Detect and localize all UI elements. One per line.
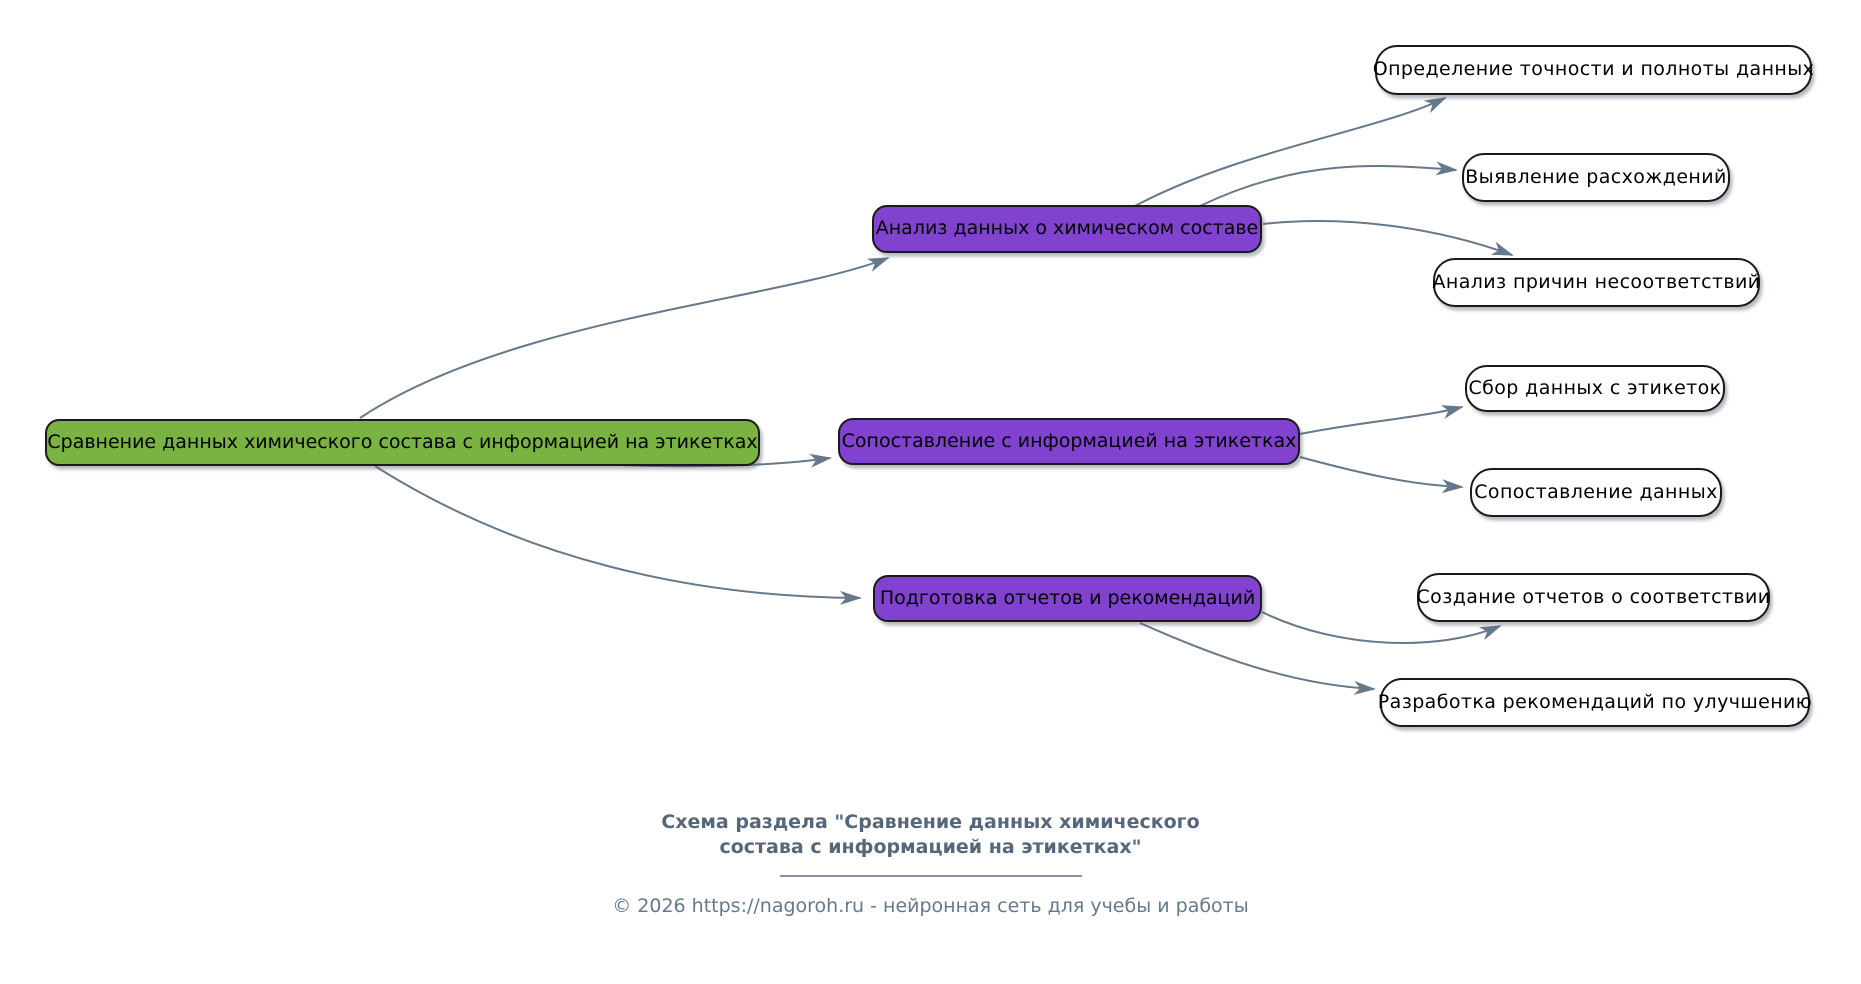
node-leaf-create-reports: Создание отчетов о соответствии	[1417, 573, 1770, 622]
caption-title: Схема раздела "Сравнение данных химическ…	[661, 811, 1200, 858]
node-leaf-discrepancies: Выявление расхождений	[1462, 153, 1730, 202]
node-branch-matching: Сопоставление с информацией на этикетках	[838, 418, 1300, 465]
caption-divider	[779, 875, 1082, 878]
node-root: Сравнение данных химического состава с и…	[45, 419, 760, 466]
edge-matching-to-compare	[1299, 456, 1464, 494]
diagram-caption: Схема раздела "Сравнение данных химическ…	[551, 810, 1311, 917]
node-leaf-compare: Сопоставление данных	[1470, 468, 1722, 517]
edge-analysis-to-accuracy	[1134, 97, 1447, 207]
node-leaf-recommendations: Разработка рекомендаций по улучшению	[1378, 678, 1812, 727]
edge-root-to-analysis	[359, 257, 890, 419]
edge-root-to-reports	[374, 465, 862, 605]
edge-matching-to-collect	[1299, 405, 1464, 435]
node-leaf-accuracy: Определение точности и полноты данных	[1373, 45, 1814, 95]
edge-analysis-to-discrepancies	[1199, 161, 1458, 207]
caption-copyright: © 2026 https://nagoroh.ru - нейронная се…	[612, 895, 1249, 918]
node-leaf-causes: Анализ причин несоответствий	[1433, 258, 1760, 307]
edge-reports-to-recommend	[1139, 622, 1376, 695]
edge-reports-to-create	[1261, 611, 1502, 644]
node-branch-analysis: Анализ данных о химическом составе	[872, 205, 1262, 253]
node-leaf-collect: Сбор данных с этикеток	[1465, 365, 1725, 412]
edge-analysis-to-causes	[1262, 220, 1514, 256]
node-branch-reports: Подготовка отчетов и рекомендаций	[873, 575, 1262, 622]
